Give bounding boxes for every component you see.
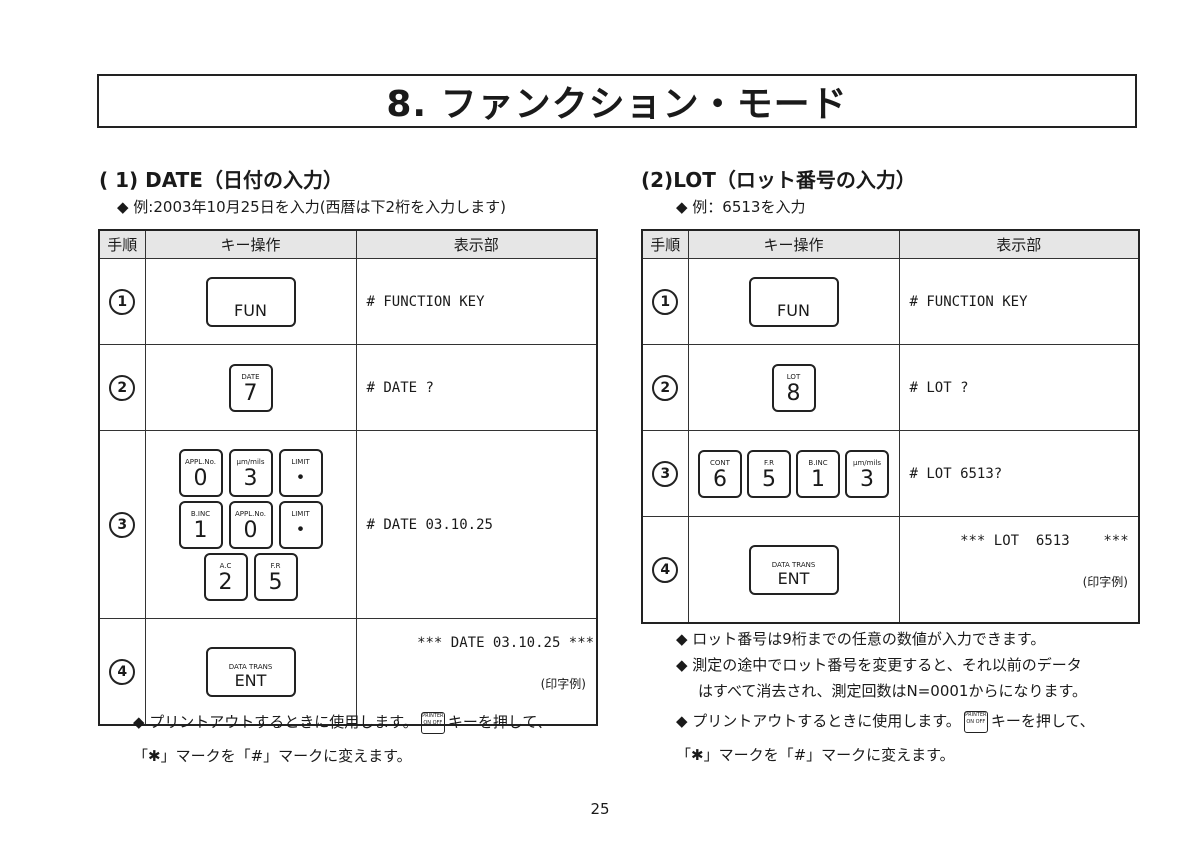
col-header-display: 表示部 bbox=[898, 229, 1140, 259]
note-text: 「✱」マークを「#」マークに変えます。 bbox=[676, 746, 955, 764]
step-number: 2 bbox=[109, 374, 136, 401]
note-text: ◆ 測定の途中でロット番号を変更すると、それ以前のデータ bbox=[676, 656, 1082, 674]
display-text: *** DATE 03.10.25 *** bbox=[417, 635, 595, 651]
step-number: 4 bbox=[109, 658, 136, 685]
note-text: 「✱」マークを「#」マークに変えます。 bbox=[133, 747, 412, 765]
print-example-note: (印字例) bbox=[1082, 575, 1128, 589]
chapter-title-box: 8. ファンクション・モード bbox=[97, 74, 1137, 128]
note-text: キーを押して、 bbox=[990, 712, 1095, 730]
note-text: ◆ プリントアウトするときに使用します。 bbox=[133, 713, 418, 731]
display-text: *** LOT 6513 *** bbox=[960, 533, 1129, 549]
display-text: # LOT 6513? bbox=[898, 430, 1140, 517]
right-section-heading: (2)LOT（ロット番号の入力） bbox=[641, 168, 916, 192]
col-header-key-op: キー操作 bbox=[144, 229, 357, 259]
step-number: 2 bbox=[652, 374, 679, 401]
display-text: # FUNCTION KEY bbox=[898, 258, 1140, 345]
col-header-key-op: キー操作 bbox=[687, 229, 900, 259]
display-text: # FUNCTION KEY bbox=[355, 258, 598, 345]
key-dot-limit: LIMIT・ bbox=[278, 500, 323, 549]
left-example: ◆ 例:2003年10月25日を入力(西暦は下2桁を入力します) bbox=[117, 198, 506, 216]
note-text: ◆ ロット番号は9桁までの任意の数値が入力できます。 bbox=[676, 630, 1046, 648]
step-number: 4 bbox=[652, 556, 679, 583]
note-text: はすべて消去され、測定回数はN=0001からになります。 bbox=[698, 682, 1087, 700]
table-row: 1 FUN # FUNCTION KEY bbox=[641, 258, 1140, 345]
col-header-step: 手順 bbox=[641, 229, 689, 259]
step-number: 3 bbox=[109, 511, 136, 538]
fun-key: FUN bbox=[748, 276, 839, 327]
display-text: # DATE ? bbox=[355, 344, 598, 431]
left-section-heading: ( 1) DATE（日付の入力） bbox=[99, 168, 343, 192]
display-text: # LOT ? bbox=[898, 344, 1140, 431]
key-dot-limit: LIMIT・ bbox=[278, 448, 323, 497]
note-text: キーを押して、 bbox=[447, 713, 552, 731]
step-number: 1 bbox=[109, 288, 136, 315]
note-text: ◆ プリントアウトするときに使用します。 bbox=[676, 712, 961, 730]
step-number: 1 bbox=[652, 288, 679, 315]
key-0-appl-no: APPL.No.0 bbox=[178, 448, 223, 497]
page-number: 25 bbox=[590, 800, 610, 818]
col-header-display: 表示部 bbox=[355, 229, 598, 259]
key-0-appl-no: APPL.No.0 bbox=[228, 500, 273, 549]
chapter-title: 8. ファンクション・モード bbox=[386, 84, 848, 125]
table-row: 1 FUN # FUNCTION KEY bbox=[98, 258, 598, 345]
display-text: # DATE 03.10.25 bbox=[355, 430, 598, 619]
right-example: ◆ 例：6513を入力 bbox=[676, 198, 806, 216]
fun-key: FUN bbox=[205, 276, 296, 327]
col-header-step: 手順 bbox=[98, 229, 146, 259]
print-example-note: (印字例) bbox=[540, 677, 586, 691]
right-notes: ◆ ロット番号は9桁までの任意の数値が入力できます。 ◆ 測定の途中でロット番号… bbox=[676, 626, 1095, 768]
step-number: 3 bbox=[652, 460, 679, 487]
